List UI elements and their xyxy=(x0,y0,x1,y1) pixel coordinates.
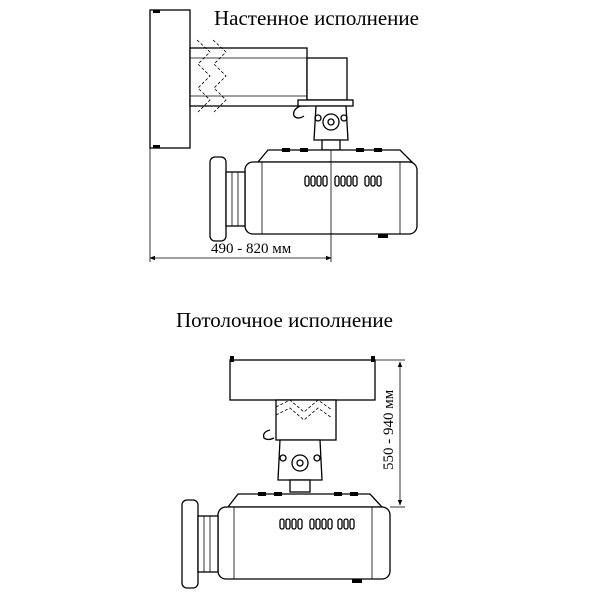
ceiling-drop-label: 550 - 940 мм xyxy=(381,389,397,470)
wall-head-block xyxy=(292,57,354,119)
ceiling-mount-drawing: 550 - 940 мм xyxy=(181,356,405,589)
wall-depth-dimension: 490 - 820 мм xyxy=(149,148,332,262)
wall-projector-vents xyxy=(304,175,382,187)
ceiling-mount-title: Потолочное исполнение xyxy=(176,308,393,332)
wall-mount-title: Настенное исполнение xyxy=(214,6,419,30)
ceiling-plate xyxy=(229,356,376,401)
ceiling-projector-vents xyxy=(279,518,355,530)
wall-depth-label: 490 - 820 мм xyxy=(211,241,292,257)
ceiling-tilt-joint xyxy=(277,439,323,493)
ceiling-projector-lens xyxy=(181,499,219,589)
wall-plate xyxy=(149,9,191,149)
ceiling-pole xyxy=(262,399,337,441)
ceiling-projector xyxy=(217,492,391,583)
ceiling-drop-dimension: 550 - 940 мм xyxy=(375,359,405,508)
wall-arm xyxy=(189,39,308,113)
wall-tilt-joint xyxy=(313,105,349,151)
wall-projector-lens xyxy=(209,156,246,242)
wall-mount-drawing: 490 - 820 мм xyxy=(149,9,418,262)
